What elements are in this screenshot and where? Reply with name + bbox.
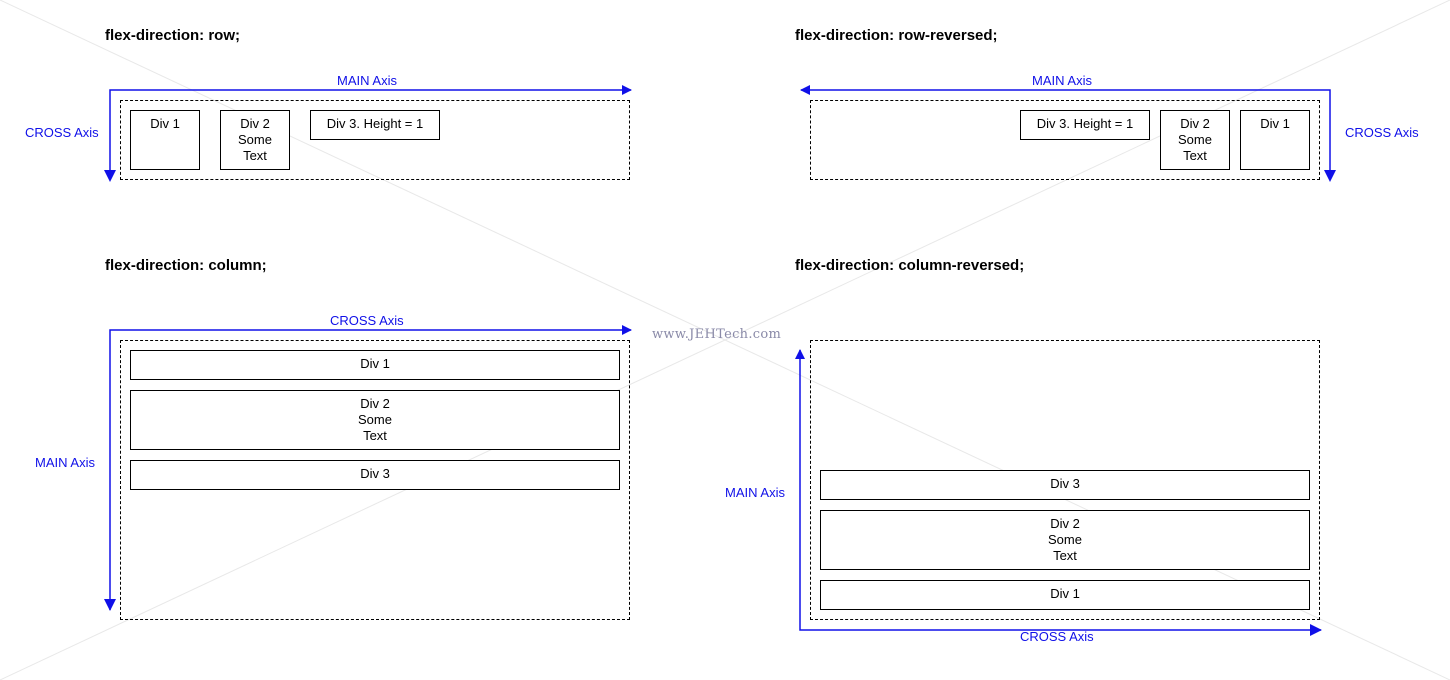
item-label: Div 3 — [360, 466, 390, 481]
item-label: Some — [1048, 532, 1082, 547]
item-label: Div 1 — [1050, 586, 1080, 601]
main-axis-arrowhead — [104, 599, 116, 611]
flex-item-div1: Div 1 — [820, 580, 1310, 610]
cross-axis-arrow — [109, 325, 632, 610]
main-axis-label: MAIN Axis — [35, 455, 95, 470]
main-axis-label: MAIN Axis — [337, 73, 397, 88]
flex-item-div1: Div 1 — [130, 350, 620, 380]
item-label: Div 3 — [1050, 476, 1080, 491]
cross-axis-label: CROSS Axis — [25, 125, 99, 140]
item-label: Some — [358, 412, 392, 427]
flex-item-div3: Div 3. Height = 1 — [310, 110, 440, 140]
item-label: Div 1 — [360, 356, 390, 371]
cross-axis-label: CROSS Axis — [1345, 125, 1419, 140]
item-label: Div 3. Height = 1 — [326, 116, 424, 131]
flex-item-div2: Div 2 Some Text — [220, 110, 290, 170]
cross-axis-arrowhead — [104, 170, 116, 182]
main-axis-arrow — [109, 85, 632, 180]
item-label: Text — [1053, 548, 1077, 563]
panel-title: flex-direction: column; — [105, 257, 267, 274]
panel-title: flex-direction: row-reversed; — [795, 27, 998, 44]
flex-item-div1: Div 1 — [1240, 110, 1310, 170]
item-label: Div 2 — [1050, 516, 1080, 531]
flex-item-div2: Div 2 Some Text — [820, 510, 1310, 570]
item-label: Text — [243, 148, 267, 163]
flex-item-div3: Div 3 — [130, 460, 620, 490]
flex-container — [120, 100, 630, 180]
panel-title: flex-direction: row; — [105, 27, 241, 44]
item-label: Some — [238, 132, 272, 147]
flex-item-div3: Div 3 — [820, 470, 1310, 500]
main-axis-label: MAIN Axis — [725, 485, 785, 500]
item-label: Div 2 — [1180, 116, 1210, 131]
item-label: Some — [1178, 132, 1212, 147]
item-label: Text — [363, 428, 387, 443]
main-axis-label: MAIN Axis — [1032, 73, 1092, 88]
flex-item-div2: Div 2 Some Text — [1160, 110, 1230, 170]
item-label: Div 2 — [240, 116, 270, 131]
cross-axis-label: CROSS Axis — [1020, 629, 1094, 644]
item-label: Text — [1183, 148, 1207, 163]
item-label: Div 1 — [150, 116, 180, 131]
item-label: Div 3. Height = 1 — [1036, 116, 1134, 131]
flex-item-div3: Div 3. Height = 1 — [1020, 110, 1150, 140]
flex-item-div2: Div 2 Some Text — [130, 390, 620, 450]
panel-title: flex-direction: column-reversed; — [795, 257, 1025, 274]
flex-container — [810, 340, 1320, 620]
main-axis-arrow — [795, 349, 1321, 631]
flex-item-div1: Div 1 — [130, 110, 200, 170]
watermark-text: www.JEHTech.com — [652, 327, 782, 342]
item-label: Div 2 — [360, 396, 390, 411]
item-label: Div 1 — [1260, 116, 1290, 131]
flex-container — [120, 340, 630, 620]
cross-axis-arrowhead — [1324, 170, 1336, 182]
cross-axis-arrowhead — [1310, 624, 1322, 636]
flex-container — [810, 100, 1320, 180]
main-axis-arrow — [800, 85, 1331, 180]
cross-axis-label: CROSS Axis — [330, 313, 404, 328]
